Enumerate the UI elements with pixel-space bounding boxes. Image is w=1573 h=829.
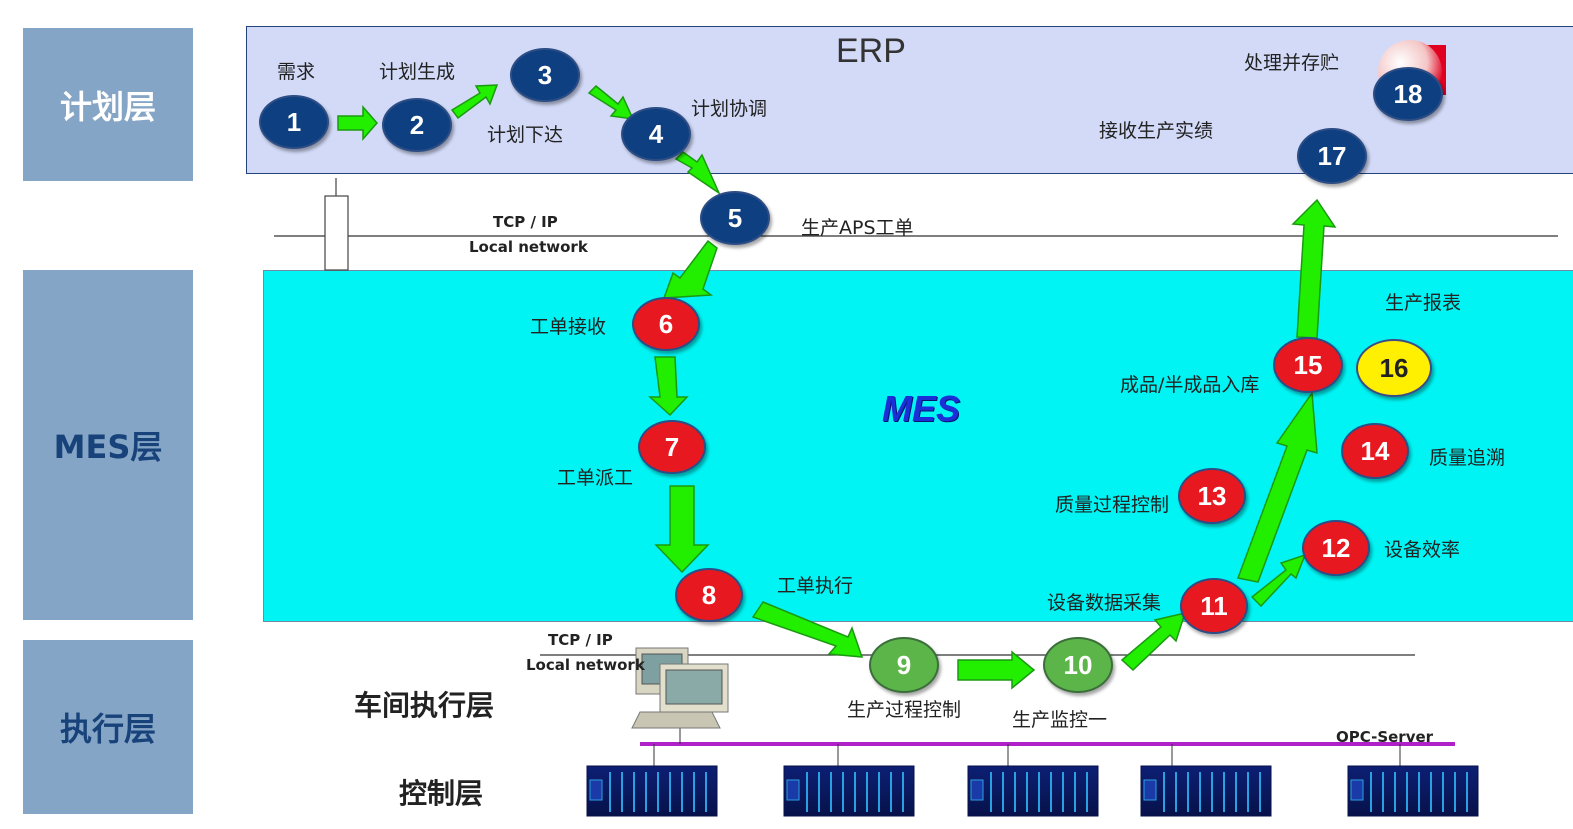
node-15: 15	[1273, 337, 1343, 393]
network-proto-upper: TCP / IP	[493, 213, 558, 231]
plc-rack-3	[967, 765, 1099, 817]
node-5-label: 生产APS工单	[801, 217, 914, 239]
plc-rack-5	[1347, 765, 1479, 817]
arrow-3-4	[587, 84, 635, 120]
node-18: 18	[1373, 67, 1443, 121]
layer-label-exec: 执行层	[23, 640, 193, 814]
node-1: 1	[259, 95, 329, 149]
control-level-label: 控制层	[399, 777, 484, 810]
node-13-label: 质量过程控制	[1055, 494, 1170, 516]
node-10-label: 生产监控一	[1012, 709, 1108, 731]
node-12-label: 设备效率	[1384, 539, 1461, 561]
node-14-label: 质量追溯	[1429, 447, 1506, 469]
workshop-level-label: 车间执行层	[354, 689, 495, 722]
node-4: 4	[621, 107, 691, 161]
layer-label-plan: 计划层	[23, 28, 193, 181]
arrow-11-12	[1250, 553, 1307, 608]
computer-icon	[631, 647, 729, 729]
node-3: 3	[510, 48, 580, 102]
arrow-15-17	[1291, 198, 1337, 339]
arrow-7-8	[654, 485, 710, 574]
opc-server-label: OPC-Server	[1336, 728, 1434, 746]
node-15-label: 成品/半成品入库	[1120, 374, 1260, 396]
node-9: 9	[869, 637, 939, 693]
node-7: 7	[638, 420, 706, 474]
node-6: 6	[632, 297, 700, 351]
arrow-1-2	[337, 105, 378, 141]
arrow-8-9	[751, 601, 864, 658]
plc-rack-2	[783, 765, 915, 817]
node-8-label: 工单执行	[777, 575, 854, 597]
plc-rack-4	[1140, 765, 1272, 817]
mes-title: MES	[882, 388, 961, 429]
node-14: 14	[1341, 423, 1409, 479]
node-2-label: 计划生成	[379, 61, 456, 83]
node-1-label: 需求	[277, 61, 316, 83]
network-name-lower: Local network	[526, 656, 645, 674]
arrow-4-5	[674, 151, 721, 196]
flow-arrows	[337, 84, 1337, 690]
node-3-label: 计划下达	[487, 124, 564, 146]
arrow-2-3	[450, 84, 499, 120]
node-11: 11	[1180, 578, 1248, 634]
arrow-6-7	[648, 356, 689, 417]
node-12: 12	[1302, 520, 1370, 576]
node-17-label: 接收生产实绩	[1099, 120, 1214, 142]
arrow-10-11	[1120, 611, 1187, 672]
node-13: 13	[1178, 468, 1246, 524]
network-proto-lower: TCP / IP	[548, 631, 613, 649]
layer-label-mes: MES层	[23, 270, 193, 620]
node-16-label: 生产报表	[1385, 292, 1462, 314]
arrow-11-15	[1236, 390, 1318, 583]
node-16: 16	[1356, 339, 1432, 397]
node-8: 8	[675, 568, 743, 622]
node-7-label: 工单派工	[557, 467, 634, 489]
node-18-label: 处理并存贮	[1244, 52, 1340, 74]
node-2: 2	[382, 98, 452, 152]
arrow-9-10	[957, 650, 1036, 690]
node-11-label: 设备数据采集	[1047, 592, 1162, 614]
plc-rack-1	[586, 765, 718, 817]
network-name-upper: Local network	[469, 238, 588, 256]
node-10: 10	[1043, 637, 1113, 693]
erp-title: ERP	[836, 32, 906, 70]
node-9-label: 生产过程控制	[847, 699, 962, 721]
erp-connector-pipe	[324, 178, 349, 271]
node-4-label: 计划协调	[691, 98, 768, 120]
node-6-label: 工单接收	[530, 316, 607, 338]
node-5: 5	[700, 191, 770, 245]
arrow-5-6	[662, 239, 718, 299]
node-17: 17	[1297, 128, 1367, 184]
